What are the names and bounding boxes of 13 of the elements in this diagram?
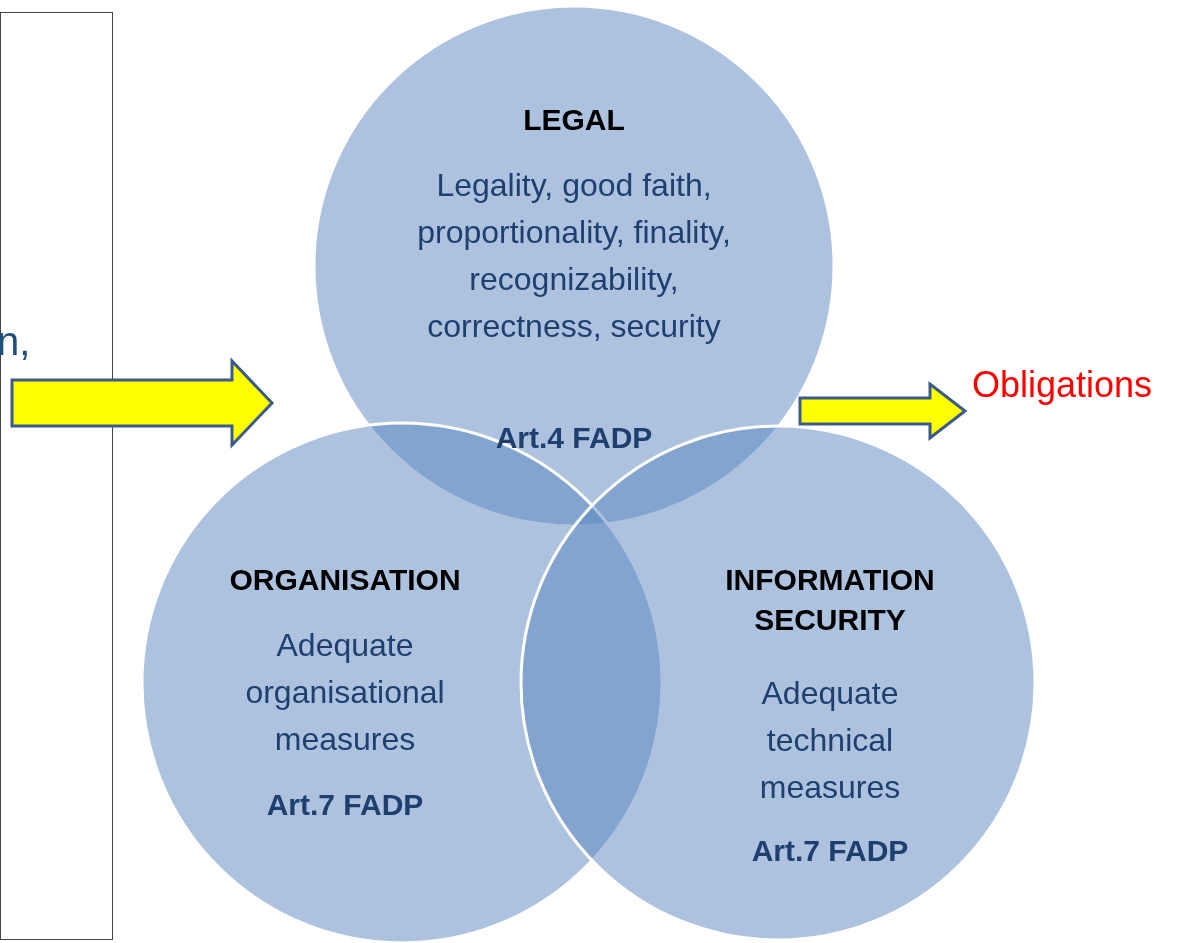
circle-text: Adequate technical measures: [758, 674, 902, 807]
circle-heading: LEGAL: [522, 102, 626, 138]
block-arrow: [10, 357, 275, 449]
circle-heading: INFORMATION SECURITY: [724, 562, 936, 638]
article-reference: Art.7 FADP: [750, 833, 910, 869]
circle-text: Adequate organisational measures: [244, 626, 446, 759]
circle-heading: ORGANISATION: [228, 562, 462, 598]
article-reference: Art.4 FADP: [494, 420, 654, 456]
text-panel: [0, 12, 113, 940]
article-reference: Art.7 FADP: [265, 787, 425, 823]
block-arrow: [798, 380, 968, 442]
circle-text: Legality, good faith, proportionality, finality, recognizability, correctness, security: [416, 166, 732, 346]
outcome-label: Obligations: [972, 360, 1153, 410]
